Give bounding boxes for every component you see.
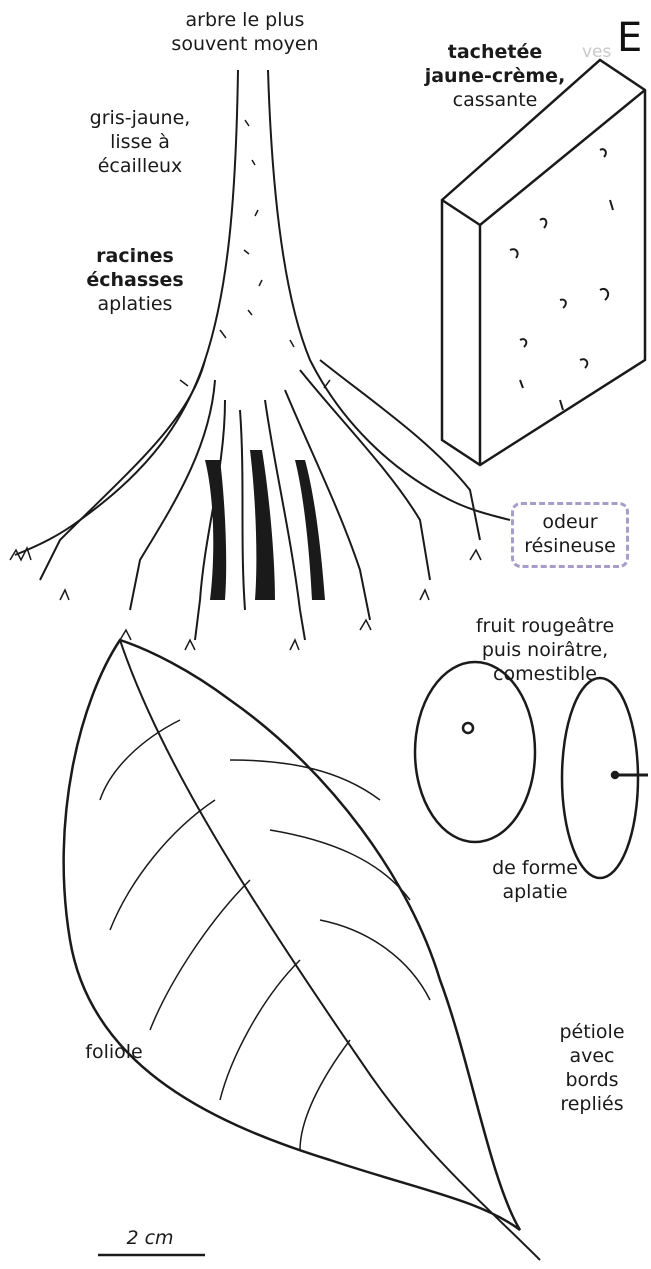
fruit-front-view [415,662,535,842]
label-line: lisse à [80,130,200,154]
fruit-drawing [415,662,648,878]
label-line: de forme [470,856,600,880]
ground-grass [10,548,481,650]
label-line: gris-jaune, [80,106,200,130]
label-line: avec [552,1044,632,1068]
label-line: puis noirâtre, [455,638,635,662]
fruit-side-view [562,678,638,878]
label-petiole: pétiole avec bords repliés [552,1020,632,1116]
label-line: repliés [552,1092,632,1116]
label-line: tachetée [405,40,585,64]
scale-bar-label: 2 cm [110,1226,190,1250]
label-line: cassante [405,88,585,112]
label-line: arbre le plus [150,8,340,32]
label-line: pétiole [552,1020,632,1044]
label-leaflet: foliole [74,1040,154,1064]
label-line: jaune-crème, [405,64,585,88]
label-stilt-roots: racines échasses aplaties [70,244,200,316]
section-letter: E [617,16,642,60]
label-line: racines [70,244,200,268]
label-tree-size: arbre le plus souvent moyen [150,8,340,56]
label-odour: odeur résineuse [511,510,629,558]
label-line: résineuse [511,534,629,558]
label-line: souvent moyen [150,32,340,56]
label-bark-surface: gris-jaune, lisse à écailleux [80,106,200,178]
label-line: aplaties [70,292,200,316]
label-line: aplatie [470,880,600,904]
label-fruit: fruit rougeâtre puis noirâtre, comestibl… [455,614,635,686]
label-line: odeur [511,510,629,534]
label-fruit-shape: de forme aplatie [470,856,600,904]
bark-slash-drawing [442,60,645,465]
label-line: bords [552,1068,632,1092]
label-slash: tachetée jaune-crème, cassante [405,40,585,112]
root-shadows [205,450,325,600]
bleed-through-text: ves [582,42,611,62]
label-line: fruit rougeâtre [455,614,635,638]
label-line: écailleux [80,154,200,178]
label-line: échasses [70,268,200,292]
label-line: comestible [455,662,635,686]
